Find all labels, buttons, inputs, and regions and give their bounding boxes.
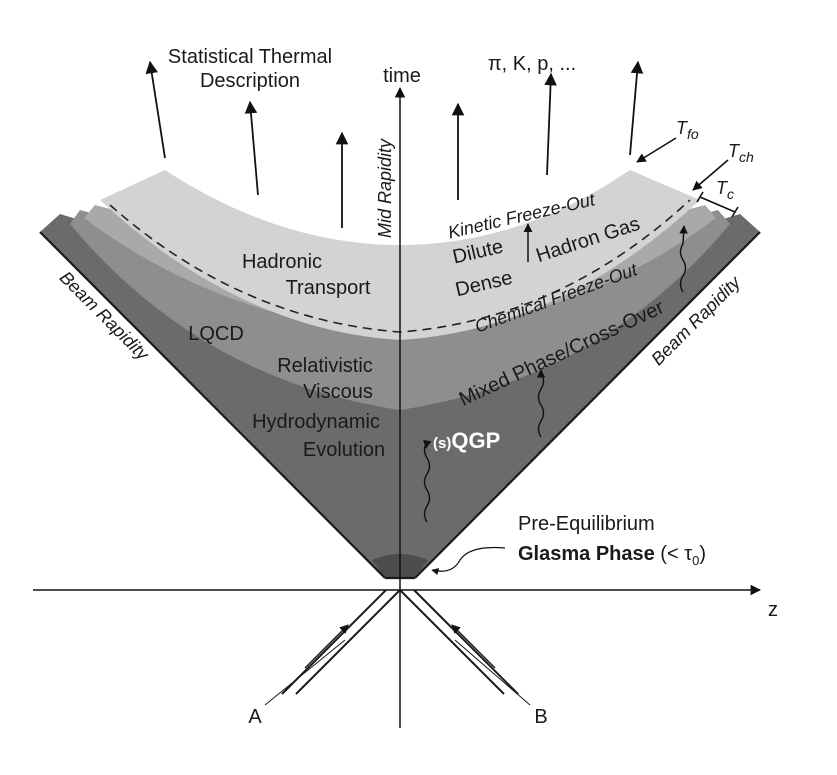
glasma-tau-text: (< τ xyxy=(655,543,692,565)
axes xyxy=(33,86,762,728)
sqgp-main: QGP xyxy=(451,428,500,453)
beam-a-arrow xyxy=(304,624,349,669)
tfo-sub: fo xyxy=(687,126,699,142)
tc-bracket-cap2 xyxy=(731,206,739,218)
tfo-pointer xyxy=(636,137,677,163)
hydro-line3: Hydrodynamic xyxy=(252,411,380,433)
nucleus-a-label: A xyxy=(248,706,262,728)
time-axis-label: time xyxy=(383,65,421,87)
pre-equilibrium-line1: Pre-Equilibrium xyxy=(518,513,655,535)
beam-b-inner xyxy=(399,589,505,695)
beam-a-inner xyxy=(295,589,401,695)
z-axis-label: z xyxy=(768,599,778,621)
statistical-line2: Description xyxy=(200,70,300,92)
wavy-arrow-2 xyxy=(536,369,546,438)
emission-arrows xyxy=(145,60,644,228)
hydro-line1: Relativistic xyxy=(277,355,373,377)
tc-bracket-cap1 xyxy=(696,191,704,203)
light-cone-right xyxy=(414,231,761,579)
glasma-tau-close: ) xyxy=(699,543,706,565)
wavy-arrows xyxy=(423,225,688,523)
tc-base: T xyxy=(716,178,729,198)
tc-sub: c xyxy=(727,186,734,202)
wavy-arrow-1 xyxy=(423,439,432,523)
tch-label: Tch xyxy=(728,141,754,165)
light-cone-left xyxy=(39,231,386,579)
beam-b-arrow xyxy=(451,624,496,669)
statistical-line1: Statistical Thermal xyxy=(168,46,332,68)
tfo-label: Tfo xyxy=(676,118,699,142)
glasma-tau-sub: 0 xyxy=(692,553,699,568)
hadronic-line2: Transport xyxy=(286,277,371,299)
mid-rapidity-label: Mid Rapidity xyxy=(375,138,395,238)
emission-arrow-1 xyxy=(145,60,166,159)
tch-sub: ch xyxy=(739,149,754,165)
incoming-beams xyxy=(264,589,531,706)
lqcd-label: LQCD xyxy=(188,323,244,345)
sqgp-label: (s)QGP xyxy=(433,428,500,453)
hydro-line4: Evolution xyxy=(303,439,385,461)
tc-label: Tc xyxy=(716,178,734,202)
label-a-leader xyxy=(264,639,346,706)
tch-pointer xyxy=(692,159,729,191)
beam-b-outer xyxy=(413,589,519,695)
label-b-leader xyxy=(454,639,531,706)
tch-base: T xyxy=(728,141,741,161)
emission-arrow-2 xyxy=(244,100,259,196)
sqgp-prefix: (s) xyxy=(433,435,451,452)
emission-arrow-6 xyxy=(629,60,644,156)
hadronic-line1: Hadronic xyxy=(242,251,322,273)
tfo-base: T xyxy=(676,118,689,138)
glasma-phase-bold: Glasma Phase xyxy=(518,543,655,565)
particles-label: π, K, p, ... xyxy=(488,53,576,75)
tc-bracket xyxy=(699,196,736,213)
hydro-line2: Viscous xyxy=(303,381,373,403)
nucleus-b-label: B xyxy=(534,706,547,728)
temperature-pointers xyxy=(636,137,739,218)
pre-equilibrium-leader xyxy=(431,546,506,576)
pre-equilibrium-line2: Glasma Phase (< τ0) xyxy=(518,543,706,568)
wavy-arrow-3 xyxy=(679,225,688,293)
emission-arrow-5 xyxy=(544,72,557,176)
